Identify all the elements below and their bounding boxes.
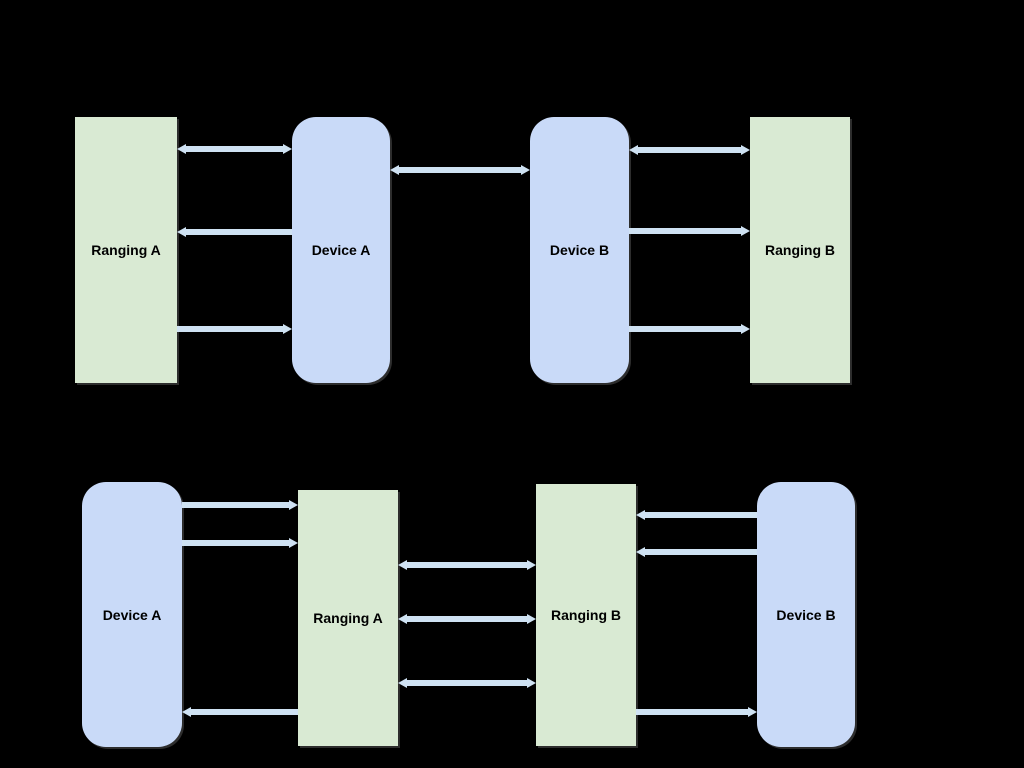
box-label: Ranging A <box>313 610 383 626</box>
arrow-shaft <box>185 146 284 152</box>
arrow-shaft <box>644 549 757 555</box>
arrow-ranging-a-to-ranging-b-bidirectional <box>398 614 536 624</box>
arrow-device-b-to-ranging-b <box>629 226 750 236</box>
bottom-diagram-box-device-a: Device A <box>82 482 182 747</box>
arrow-shaft <box>406 680 528 686</box>
arrow-shaft <box>629 326 742 332</box>
arrow-shaft <box>185 229 292 235</box>
arrow-device-b-to-ranging-b <box>629 324 750 334</box>
bottom-diagram-box-ranging-a: Ranging A <box>298 490 398 746</box>
arrow-device-a-to-device-b-bidirectional <box>390 165 530 175</box>
arrow-ranging-a-to-device-a-bidirectional <box>177 144 292 154</box>
box-label: Ranging A <box>91 242 161 258</box>
arrowhead-left-icon <box>398 678 407 688</box>
arrow-shaft <box>190 709 298 715</box>
arrowhead-right-icon <box>741 145 750 155</box>
arrowhead-right-icon <box>741 324 750 334</box>
arrow-ranging-a-to-device-a <box>177 324 292 334</box>
arrowhead-right-icon <box>741 226 750 236</box>
top-diagram-box-ranging-a: Ranging A <box>75 117 177 383</box>
bottom-diagram-box-device-b: Device B <box>757 482 855 747</box>
arrowhead-right-icon <box>527 614 536 624</box>
box-label: Device A <box>102 606 162 623</box>
arrow-shaft <box>406 562 528 568</box>
arrow-ranging-a-to-device-a <box>182 707 298 717</box>
top-diagram-box-device-b: Device B <box>530 117 629 383</box>
arrow-shaft <box>637 147 742 153</box>
arrowhead-left-icon <box>390 165 399 175</box>
top-diagram-box-ranging-b: Ranging B <box>750 117 850 383</box>
arrow-device-a-to-ranging-a <box>177 227 292 237</box>
arrow-shaft <box>177 326 284 332</box>
arrowhead-right-icon <box>283 144 292 154</box>
arrowhead-left-icon <box>177 144 186 154</box>
arrow-ranging-a-to-ranging-b-bidirectional <box>398 678 536 688</box>
arrowhead-right-icon <box>289 538 298 548</box>
arrowhead-left-icon <box>398 614 407 624</box>
box-label: Device A <box>311 242 371 258</box>
arrowhead-left-icon <box>182 707 191 717</box>
arrowhead-right-icon <box>748 707 757 717</box>
arrow-shaft <box>644 512 757 518</box>
arrow-shaft <box>406 616 528 622</box>
arrow-device-b-to-ranging-b-bidirectional <box>629 145 750 155</box>
arrow-shaft <box>629 228 742 234</box>
box-label: Device B <box>776 606 836 623</box>
arrowhead-right-icon <box>289 500 298 510</box>
arrow-shaft <box>398 167 522 173</box>
arrowhead-right-icon <box>527 560 536 570</box>
arrowhead-right-icon <box>521 165 530 175</box>
box-label: Device B <box>549 242 610 258</box>
arrowhead-left-icon <box>177 227 186 237</box>
arrow-device-b-to-ranging-b <box>636 547 757 557</box>
arrow-device-b-to-ranging-b <box>636 510 757 520</box>
arrowhead-right-icon <box>527 678 536 688</box>
arrow-shaft <box>636 709 749 715</box>
arrow-ranging-b-to-device-b <box>636 707 757 717</box>
top-diagram-box-device-a: Device A <box>292 117 390 383</box>
arrowhead-left-icon <box>636 547 645 557</box>
box-label: Ranging B <box>551 607 621 623</box>
arrow-shaft <box>182 502 290 508</box>
arrow-shaft <box>182 540 290 546</box>
arrow-ranging-a-to-ranging-b-bidirectional <box>398 560 536 570</box>
arrowhead-left-icon <box>629 145 638 155</box>
arrow-device-a-to-ranging-a <box>182 500 298 510</box>
arrow-device-a-to-ranging-a <box>182 538 298 548</box>
arrowhead-left-icon <box>636 510 645 520</box>
box-label: Ranging B <box>765 242 835 258</box>
arrowhead-right-icon <box>283 324 292 334</box>
arrowhead-left-icon <box>398 560 407 570</box>
bottom-diagram-box-ranging-b: Ranging B <box>536 484 636 746</box>
